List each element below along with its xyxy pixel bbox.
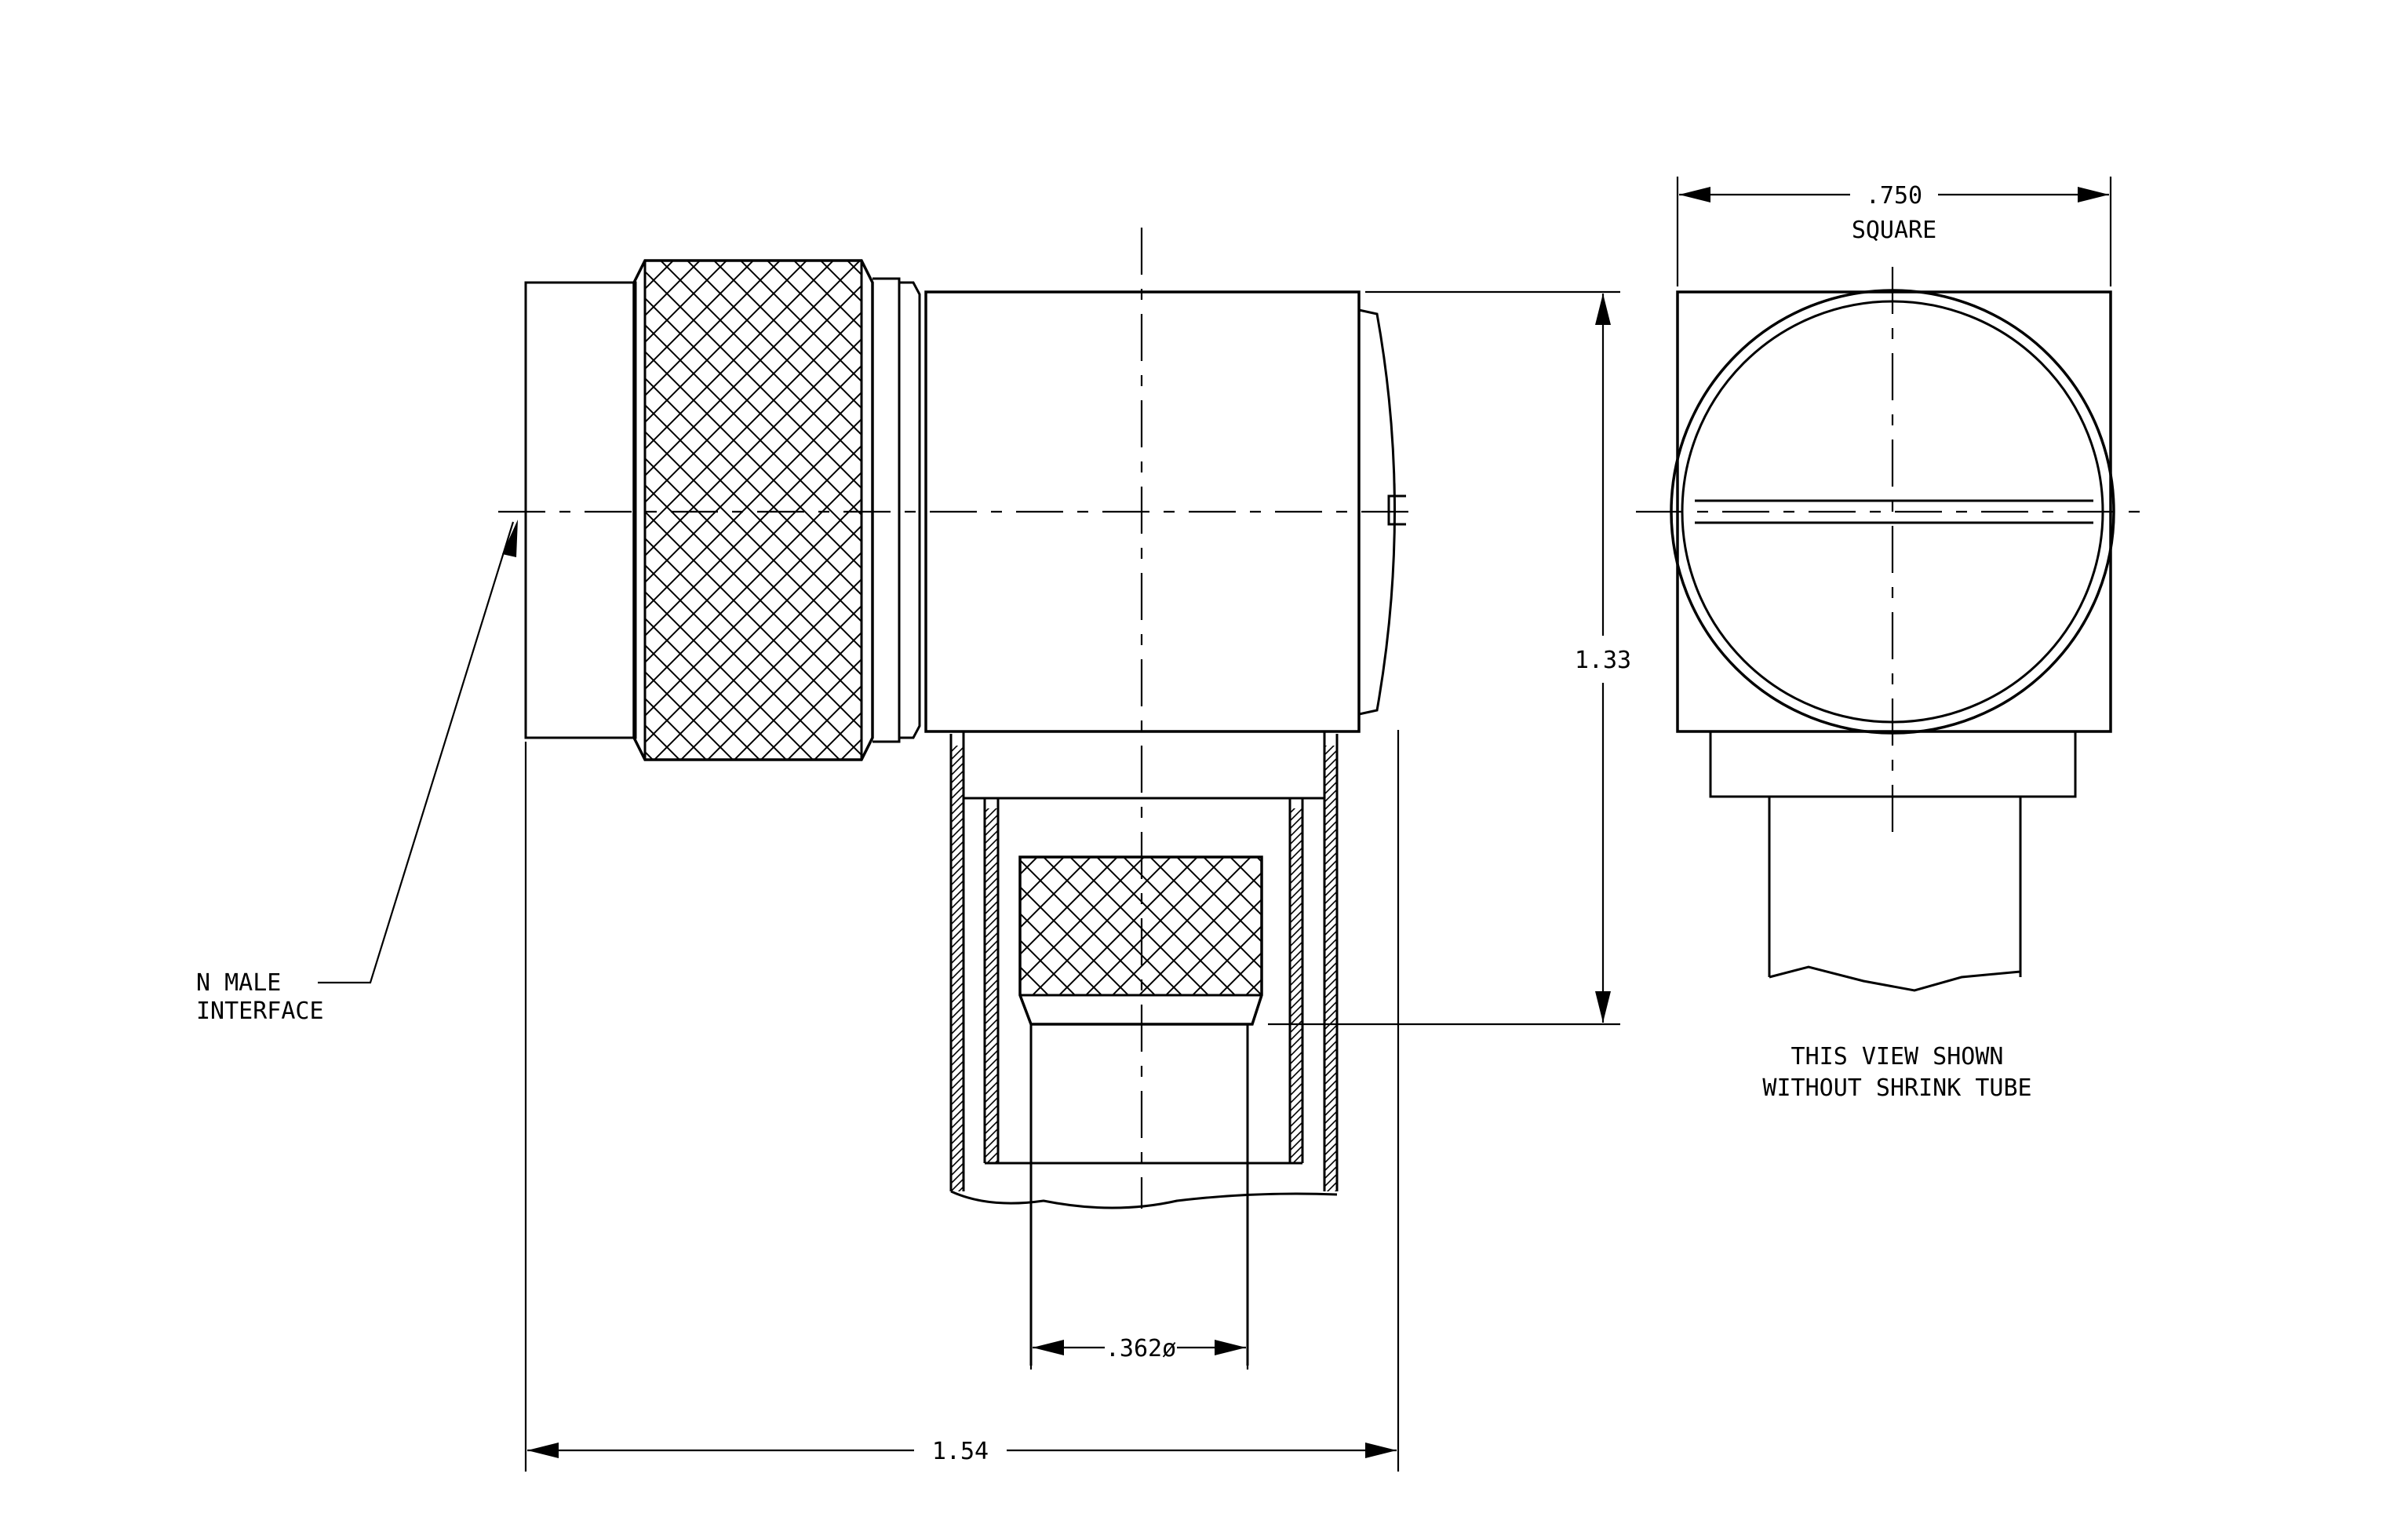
dim-cable-diameter: .362ø: [1029, 1028, 1249, 1370]
overall-length-label: 1.54: [932, 1438, 989, 1465]
square-label: SQUARE: [1852, 217, 1936, 244]
note-line1: THIS VIEW SHOWN: [1791, 1043, 2004, 1071]
interface-label-line1: N MALE: [196, 969, 281, 997]
cable-diameter-label: .362ø: [1106, 1335, 1176, 1362]
interface-leader: N MALE INTERFACE: [196, 520, 518, 1025]
cable-break: [950, 1190, 1338, 1209]
ferrule-ring: [962, 730, 1326, 800]
interface-body: [524, 281, 637, 739]
collar: [872, 277, 901, 743]
dim-overall-length: 1.54: [524, 730, 1400, 1472]
slot: [1695, 499, 2093, 524]
dim-square: .750 SQUARE: [1676, 177, 2112, 286]
knurl-texture: [645, 261, 862, 760]
side-view: [524, 259, 1406, 1366]
note-line2: WITHOUT SHRINK TUBE: [1762, 1074, 2031, 1102]
height-label: 1.33: [1575, 647, 1631, 674]
end-cap-slot: [1387, 494, 1406, 526]
front-cable: [1768, 797, 2022, 992]
center-lines: [498, 228, 2150, 1209]
square-size-label: .750: [1866, 182, 1922, 210]
cable: [1029, 1024, 1249, 1366]
interface-label-line2: INTERFACE: [196, 998, 324, 1025]
view-note: THIS VIEW SHOWN WITHOUT SHRINK TUBE: [1762, 1043, 2031, 1102]
dim-height: 1.33: [1268, 290, 1631, 1026]
